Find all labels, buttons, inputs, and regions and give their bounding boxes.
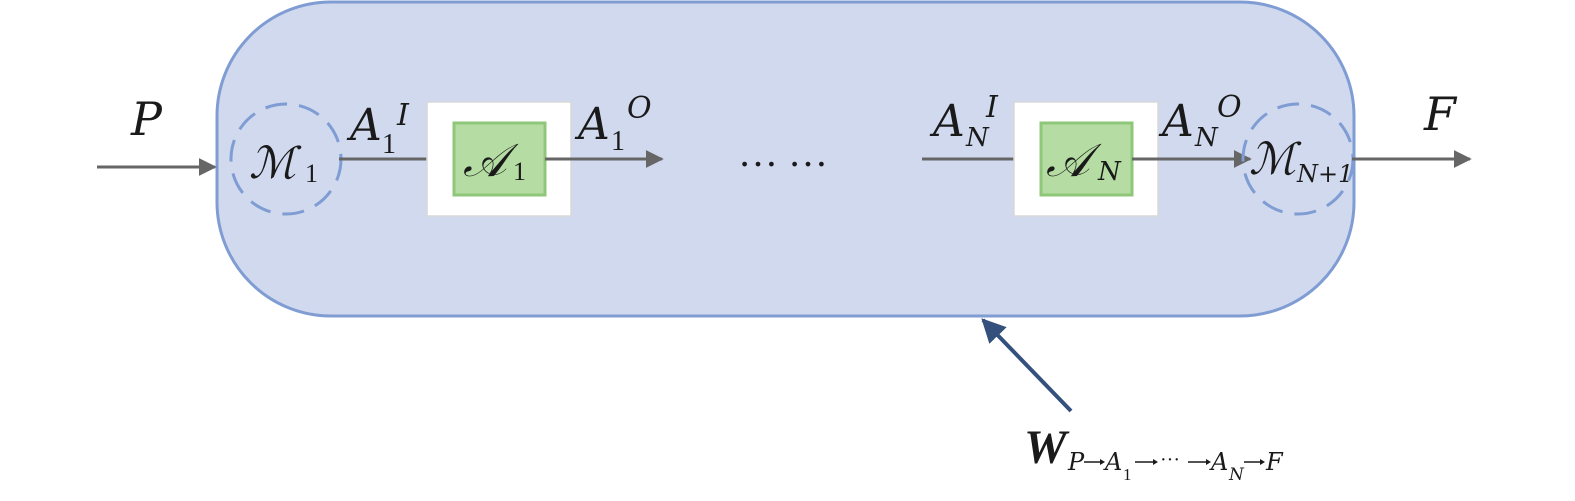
a1-input-sup: I — [396, 98, 410, 133]
weight-path-a1-sub: 1 — [1123, 465, 1132, 484]
block-last-subscript: N — [1097, 157, 1122, 187]
a1-input-label: A 1 I — [346, 98, 410, 160]
weight-path-a1-base: A — [1103, 448, 1122, 476]
weight-path-arrow-3 — [1188, 459, 1211, 465]
an-input-base: A — [929, 96, 965, 147]
a1-output-sup: O — [627, 91, 652, 126]
block-first-subscript: 1 — [513, 157, 526, 186]
module-first-symbol: ℳ — [249, 138, 302, 189]
a1-input-sub: 1 — [382, 129, 396, 160]
an-input-sup: I — [985, 90, 999, 125]
weight-path-middle: ··· — [1160, 449, 1180, 471]
an-input-sub: N — [965, 123, 990, 153]
a1-input-base: A — [346, 100, 382, 151]
module-last-label: ℳ N+1 — [1249, 134, 1353, 188]
a1-output-label: A 1 O — [574, 91, 652, 157]
an-output-base: A — [1158, 96, 1194, 147]
weight-path-end: F — [1265, 448, 1284, 476]
module-first-label: ℳ 1 — [249, 138, 318, 189]
weight-path-an-sub: N — [1228, 465, 1245, 485]
a1-output-base: A — [574, 99, 610, 150]
an-input-label: A N I — [929, 90, 999, 153]
module-last-subscript: N+1 — [1296, 160, 1353, 188]
weight-path-arrow-1 — [1084, 459, 1105, 465]
weight-path-start: P — [1067, 448, 1085, 476]
ellipsis: … … — [738, 130, 828, 175]
weight-symbol: W — [1024, 421, 1070, 474]
module-first-subscript: 1 — [305, 159, 318, 188]
a1-output-sub: 1 — [611, 126, 625, 157]
an-output-label: A N O — [1158, 90, 1242, 153]
weight-label: W P A 1 ··· A N F — [1024, 421, 1284, 485]
an-output-sub: N — [1194, 123, 1219, 153]
module-last-symbol: ℳ — [1249, 134, 1302, 185]
weight-arrow — [981, 318, 1073, 413]
input-label: P — [130, 92, 163, 146]
an-output-sup: O — [1217, 90, 1242, 125]
output-label: F — [1423, 87, 1458, 141]
weight-path-an-base: A — [1209, 448, 1228, 476]
weight-path-arrow-4 — [1244, 459, 1265, 465]
block-last — [1039, 121, 1134, 197]
weight-path-arrow-2 — [1135, 459, 1158, 465]
block-first — [452, 121, 547, 197]
